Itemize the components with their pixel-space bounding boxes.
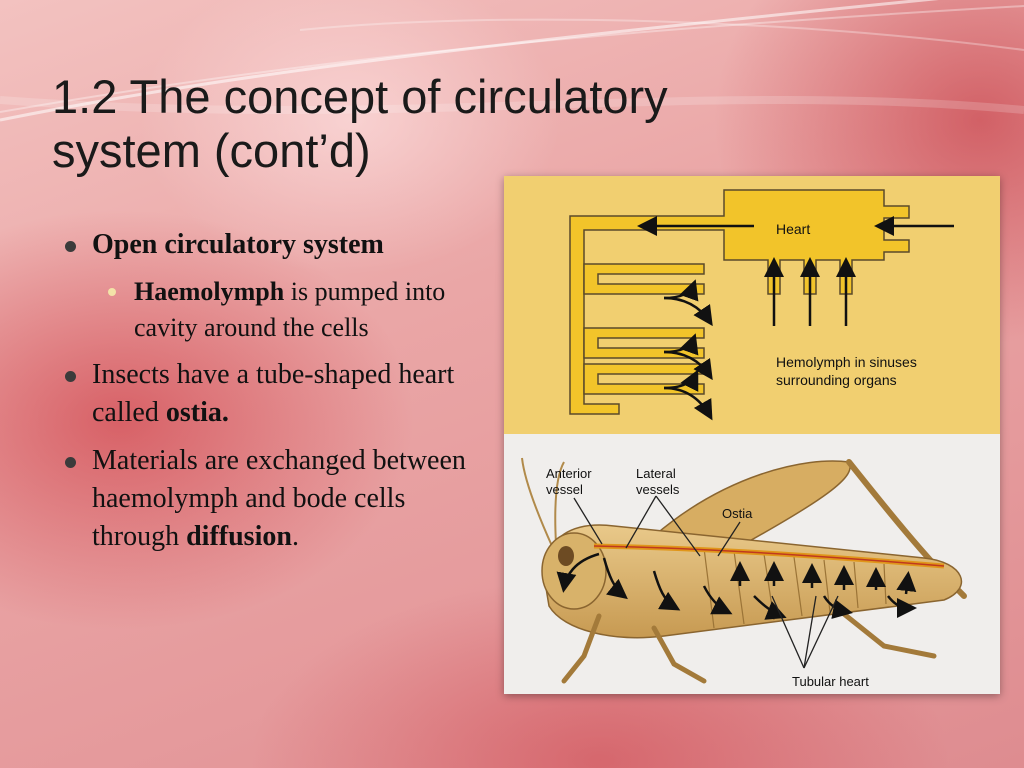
body-flow-arrows <box>556 552 917 620</box>
subbullet-haemolymph: Haemolymph is pumped into cavity around … <box>94 274 492 346</box>
sinus-label-line2: surrounding organs <box>776 372 897 388</box>
bullet-bold-text: Haemolymph <box>134 277 285 306</box>
lateral-label-line2: vessels <box>636 482 680 497</box>
slide-title: 1.2 The concept of circulatory system (c… <box>52 70 668 177</box>
grasshopper-illustration <box>521 457 967 684</box>
heart-label: Heart <box>776 221 810 237</box>
bullet-materials-exchanged: Materials are exchanged between haemolym… <box>62 442 492 556</box>
circulatory-figure: Heart Hemolymph in sinuses surrounding o… <box>504 176 1000 694</box>
flow-arrows <box>637 216 954 421</box>
bullet-insects-heart: Insects have a tube-shaped heart called … <box>62 356 492 432</box>
bullet-bold-text: Open circulatory system <box>92 229 384 260</box>
bullet-bold-text: ostia. <box>165 397 229 428</box>
bullet-text: Insects have a tube-shaped heart called <box>92 359 455 428</box>
bullet-text: . <box>291 521 299 552</box>
lateral-label-line1: Lateral <box>636 466 676 481</box>
bullet-bold-text: diffusion <box>186 521 292 552</box>
anterior-label-line2: vessel <box>546 482 583 497</box>
bullet-open-circulatory: Open circulatory system <box>62 226 492 264</box>
bullet-text: is pumped into cavity around the cells <box>134 277 446 342</box>
tubular-heart-label: Tubular heart <box>792 674 869 689</box>
anterior-label-line1: Anterior <box>546 466 592 481</box>
callout-lines <box>573 495 839 669</box>
bullet-list: Open circulatory system Haemolymph is pu… <box>62 226 492 566</box>
ostia-label: Ostia <box>722 506 753 521</box>
figure-illustration: Heart Hemolymph in sinuses surrounding o… <box>504 176 1000 694</box>
sinus-label-line1: Hemolymph in sinuses <box>776 354 917 370</box>
bullet-text: Materials are exchanged between haemolym… <box>92 445 466 552</box>
